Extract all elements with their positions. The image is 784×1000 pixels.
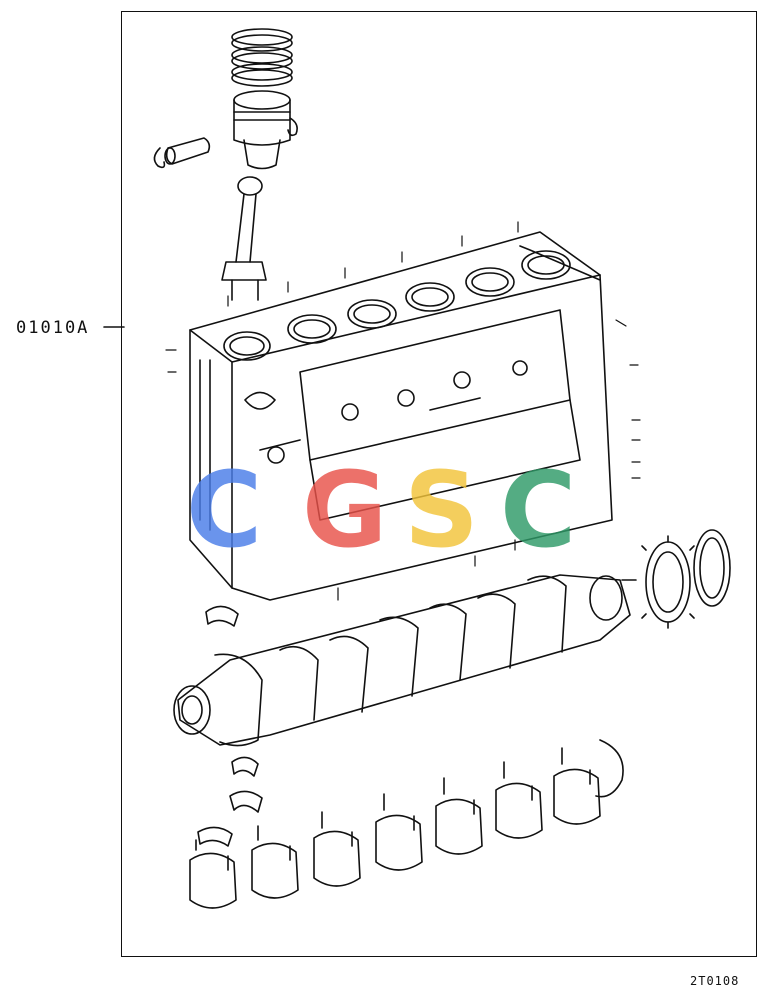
snap-ring-left (153, 147, 166, 169)
watermark-letter-4: C (500, 449, 576, 571)
snap-ring-right (287, 117, 298, 137)
watermark-letter-2: G (302, 449, 387, 571)
rear-oil-seal (693, 529, 731, 607)
block-studs (165, 221, 641, 601)
watermark-letter-1: C (186, 449, 262, 571)
piston (233, 90, 291, 170)
figure-number: 2T0108 (690, 974, 740, 988)
main-bearing-caps (189, 747, 601, 909)
watermark: C G S C (186, 449, 576, 571)
diagram-frame (121, 11, 757, 957)
cylinder-bores (223, 250, 571, 361)
piston-rings (231, 28, 293, 87)
cylinder-block (189, 231, 613, 601)
connecting-rod (221, 176, 267, 301)
watermark-letter-3: S (404, 449, 479, 571)
thrust-washer (595, 739, 624, 798)
piston-pin (164, 137, 211, 165)
part-number-callout: 01010A (16, 318, 90, 338)
crankshaft-gear (641, 535, 695, 629)
bearing-shells-upper (205, 605, 263, 813)
crankshaft (173, 574, 637, 747)
